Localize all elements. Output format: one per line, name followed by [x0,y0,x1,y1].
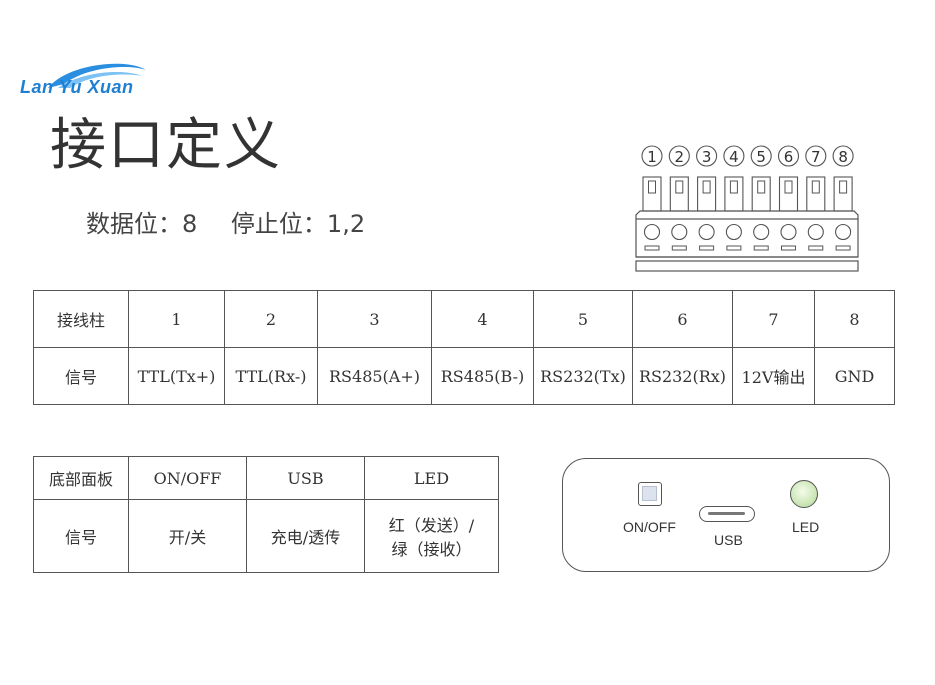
terminal-release-slot [644,245,660,251]
pin-number-circle [668,145,690,167]
table-cell: RS232(Tx) [533,347,633,405]
pin-number-label: 8 [838,148,848,166]
terminal-release-slot [808,245,824,251]
terminal-slot [784,180,793,194]
pin-number-label: 3 [702,148,712,166]
switch-label: ON/OFF [623,519,676,535]
bottom-panel-diagram: ON/OFF USB LED [562,458,890,572]
terminal-slot [648,180,656,194]
table-cell: USB [246,456,365,500]
table-cell: 信号 [33,499,129,573]
page-title: 接口定义 [50,113,282,178]
table-cell: 7 [732,290,815,348]
table-cell: TTL(Rx-) [224,347,318,405]
pin-number-circle [832,145,854,167]
table-row: 接线柱 1 2 3 4 5 6 7 8 [33,290,895,348]
led-signal-line2: 绿（接收） [391,540,472,559]
table-row: 信号 TTL(Tx+) TTL(Rx-) RS485(A+) RS485(B-)… [33,347,895,405]
bottom-panel-table: 底部面板 ON/OFF USB LED 信号 开/关 充电/透传 红（发送）/ … [33,456,499,573]
pin-number-circle [750,145,772,167]
pin-number-label: 5 [756,148,766,166]
terminal-hole [835,223,852,241]
pin-number-label: 1 [647,148,657,166]
table-cell: RS485(B-) [431,347,534,405]
terminal-slot [811,180,820,194]
pin-number-circle [641,145,663,167]
terminal-hole [753,223,770,241]
data-bits-text: 数据位：8 [86,210,198,238]
table-cell: 底部面板 [33,456,129,500]
usb-port-icon [699,506,755,522]
terminal-hole [643,223,661,241]
terminal-release-slot [671,245,687,251]
terminal-hole [671,223,688,241]
table-row: 底部面板 ON/OFF USB LED [33,456,499,500]
pin-number-label: 7 [811,148,821,166]
table-cell: 4 [431,290,534,348]
power-switch-icon [638,482,662,506]
led-label: LED [792,519,820,535]
terminal-hole [698,223,715,241]
table-cell: RS485(A+) [317,347,432,405]
terminal-release-slot [753,245,769,251]
led-signal-line1: 红（发送）/ [388,516,475,535]
table-cell: 信号 [33,347,129,405]
terminal-slot [729,180,738,194]
pin-definition-table: 接线柱 1 2 3 4 5 6 7 8 信号 TTL(Tx+) TTL(Rx-)… [33,290,895,405]
terminal-release-slot [726,245,742,251]
table-cell: 开/关 [128,499,247,573]
table-cell: RS232(Rx) [632,347,733,405]
brand-logo-text: Lan Yu Xuan [20,77,134,97]
table-cell: 5 [533,290,633,348]
table-cell: ON/OFF [128,456,247,500]
table-cell: GND [814,347,895,405]
table-cell: 8 [814,290,895,348]
terminal-hole [807,223,824,241]
serial-params: 数据位：8 停止位：1,2 [86,204,391,239]
pin-number-circle [777,145,800,167]
table-cell: 充电/透传 [246,499,365,573]
terminal-hole [780,223,797,241]
terminal-slot [839,180,848,194]
table-cell: TTL(Tx+) [128,347,225,405]
usb-label: USB [714,532,743,548]
pin-number-label: 4 [729,148,739,166]
table-cell: 接线柱 [33,290,129,348]
table-cell: 红（发送）/ 绿（接收） [364,499,499,573]
stop-bits-text: 停止位：1,2 [230,210,366,238]
led-indicator-icon [790,480,818,508]
terminal-slot [757,180,766,194]
pin-number-circle [805,145,827,167]
terminal-slot [675,180,684,194]
logo-swoosh-icon [48,63,146,88]
pin-number-label: 2 [675,148,685,166]
table-cell: 6 [632,290,733,348]
table-cell: 2 [224,290,318,348]
table-row: 信号 开/关 充电/透传 红（发送）/ 绿（接收） [33,499,499,573]
pin-number-circle [723,145,745,167]
terminal-slot [702,180,711,194]
pin-number-circle [696,145,718,167]
table-cell: LED [364,456,499,500]
terminal-release-slot [699,245,715,251]
table-cell: 12V输出 [732,347,815,405]
table-cell: 1 [128,290,225,348]
terminal-release-slot [835,245,851,251]
terminal-hole [725,223,742,241]
table-cell: 3 [317,290,432,348]
terminal-release-slot [781,245,796,251]
pin-number-label: 6 [784,148,794,166]
